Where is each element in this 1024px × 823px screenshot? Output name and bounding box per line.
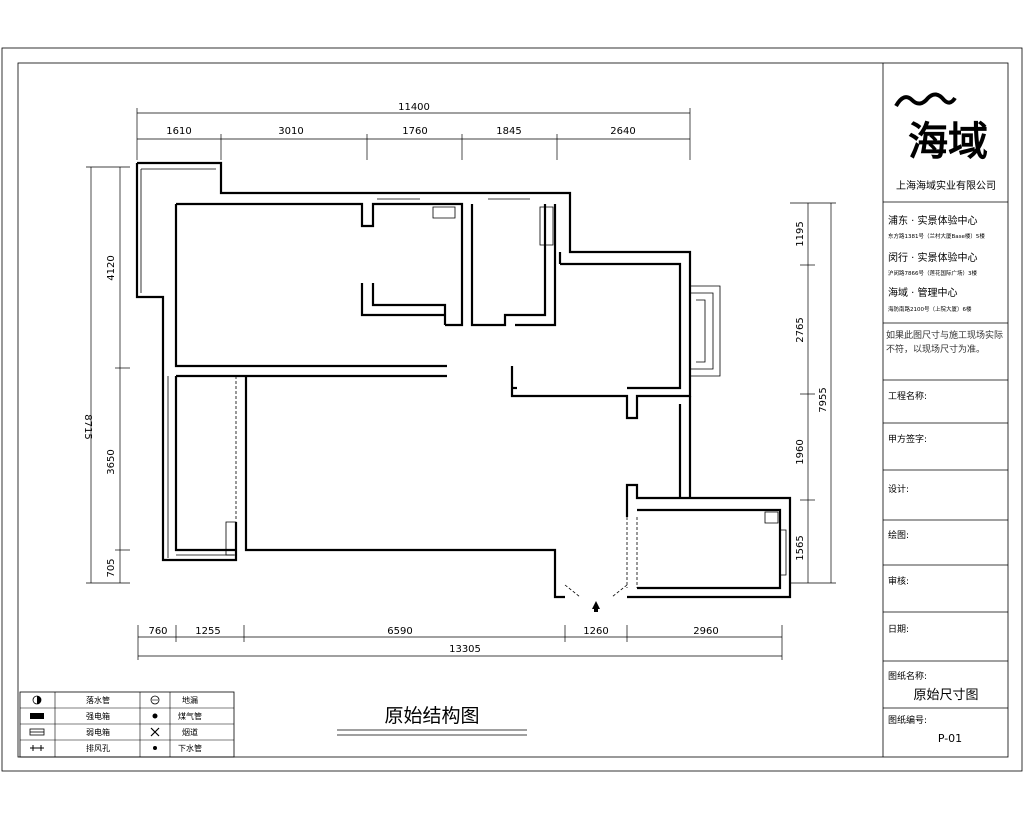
power-box-icon bbox=[30, 713, 44, 719]
dim-top-total: 11400 bbox=[398, 102, 430, 113]
flue-icon bbox=[150, 727, 160, 737]
dim-top-2: 3010 bbox=[278, 126, 303, 137]
dim-bottom-1: 760 bbox=[148, 626, 167, 637]
logo-text: 海域 bbox=[908, 119, 988, 165]
dim-bottom-2: 1255 bbox=[195, 626, 220, 637]
outer-frame bbox=[1, 47, 1023, 772]
dim-right-1: 1195 bbox=[795, 221, 806, 246]
dimension-texts: 11400 1610 3010 1760 1845 2640 760 1255 … bbox=[82, 102, 829, 655]
dim-left-2: 3650 bbox=[106, 449, 117, 474]
dim-left-1: 4120 bbox=[106, 255, 117, 280]
legend-label-7: 排风孔 bbox=[86, 743, 110, 753]
dim-top-4: 1845 bbox=[496, 126, 521, 137]
dim-right-3: 1960 bbox=[795, 439, 806, 464]
dim-right-4: 1565 bbox=[795, 535, 806, 560]
dim-bottom-5: 2960 bbox=[693, 626, 718, 637]
dim-left-total: 8715 bbox=[82, 414, 93, 439]
center-1-title: 浦东 · 实景体验中心 bbox=[888, 214, 978, 227]
client-label: 甲方签字: bbox=[888, 433, 927, 445]
legend: 落水管 强电箱 弱电箱 排风孔 地漏 煤气管 烟道 下水管 bbox=[19, 691, 235, 758]
notice-text: 如果此图尺寸与施工现场实际不符，以现场尺寸为准。 bbox=[886, 331, 1004, 355]
legend-label-2: 地漏 bbox=[182, 695, 198, 705]
legend-label-8: 下水管 bbox=[178, 743, 202, 753]
legend-label-4: 煤气管 bbox=[178, 711, 202, 721]
center-2-title: 闵行 · 实景体验中心 bbox=[888, 251, 978, 264]
legend-label-3: 强电箱 bbox=[86, 711, 110, 721]
dimension-lines bbox=[86, 108, 836, 660]
drawing-name-label: 图纸名称: bbox=[888, 670, 927, 682]
walls bbox=[135, 161, 792, 612]
legend-label-5: 弱电箱 bbox=[86, 727, 110, 737]
drawing-label: 绘图: bbox=[888, 529, 909, 541]
dim-right-2: 2765 bbox=[795, 317, 806, 342]
dim-top-1: 1610 bbox=[166, 126, 191, 137]
plan-title: 原始结构图 bbox=[384, 705, 479, 727]
inner-frame bbox=[17, 62, 1009, 758]
drain-pipe-icon bbox=[153, 746, 157, 750]
floor-drain-icon bbox=[150, 695, 160, 705]
wave-logo-icon bbox=[894, 92, 957, 108]
title-block: 海域 上海海域实业有限公司 浦东 · 实景体验中心 东方路1381号（兰村大厦B… bbox=[882, 63, 1008, 757]
weak-box-icon bbox=[29, 728, 45, 736]
center-1-address: 东方路1381号（兰村大厦Base楼）5楼 bbox=[888, 232, 985, 240]
center-2-address: 沪闵路7866号（莲花国际广场）3楼 bbox=[888, 269, 977, 277]
center-3-title: 海域 · 管理中心 bbox=[888, 286, 958, 299]
drawing-no-label: 图纸编号: bbox=[888, 714, 927, 726]
entrance-arrow-icon bbox=[592, 601, 600, 612]
date-label: 日期: bbox=[888, 624, 909, 635]
dim-top-3: 1760 bbox=[402, 126, 427, 137]
half-circle-icon bbox=[32, 695, 42, 705]
legend-label-1: 落水管 bbox=[86, 695, 110, 705]
dim-right-total: 7955 bbox=[818, 387, 829, 412]
dim-bottom-3: 6590 bbox=[387, 626, 412, 637]
exhaust-icon bbox=[30, 745, 44, 751]
dim-top-5: 2640 bbox=[610, 126, 635, 137]
company-name: 上海海域实业有限公司 bbox=[896, 179, 996, 192]
gas-pipe-icon bbox=[152, 713, 158, 719]
project-label: 工程名称: bbox=[888, 390, 927, 402]
center-3-address: 海防南路2100号（上院大厦）6楼 bbox=[888, 305, 972, 313]
dim-left-3: 705 bbox=[106, 558, 117, 577]
drawing-name: 原始尺寸图 bbox=[913, 688, 978, 703]
drawing-no: P-01 bbox=[938, 732, 962, 745]
dim-bottom-4: 1260 bbox=[583, 626, 608, 637]
design-label: 设计: bbox=[888, 483, 909, 495]
legend-label-6: 烟道 bbox=[182, 727, 198, 737]
dim-bottom-total: 13305 bbox=[449, 644, 481, 655]
review-label: 审核: bbox=[888, 575, 909, 587]
